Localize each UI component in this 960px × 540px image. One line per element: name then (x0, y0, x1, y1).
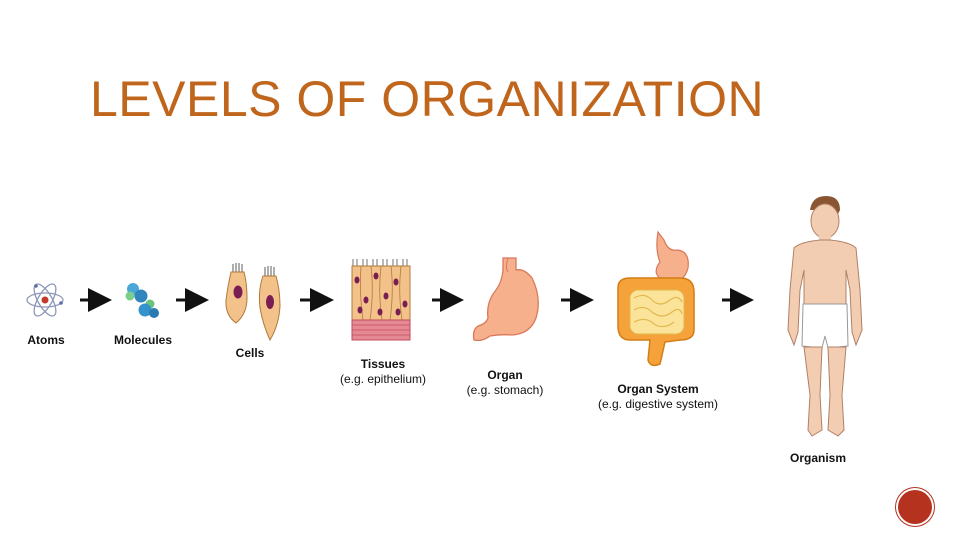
stage-example-organ: (e.g. stomach) (466, 383, 544, 397)
molecule-icon (125, 283, 159, 318)
slide-number-badge (898, 490, 932, 524)
stage-label-atoms: Atoms (27, 333, 65, 347)
stage-label-molecules: Molecules (113, 333, 173, 347)
stage-label-organ-system: Organ System (e.g. digestive system) (585, 382, 731, 412)
stage-label-organ: Organ (e.g. stomach) (453, 368, 557, 398)
stage-label-organism: Organism (789, 451, 846, 465)
stomach-icon (472, 257, 539, 342)
stage-example-tissues: (e.g. epithelium) (339, 372, 427, 386)
digestive-system-icon (617, 230, 695, 367)
stage-label-tissues: Tissues (e.g. epithelium) (328, 357, 438, 387)
stage-example-organ-system: (e.g. digestive system) (597, 397, 719, 411)
human-body-icon (787, 196, 863, 437)
stage-label-cells: Cells (235, 346, 265, 360)
tissue-icon (351, 259, 411, 341)
atom-icon (26, 283, 64, 317)
slide-title: LEVELS OF ORGANIZATION (90, 71, 765, 127)
cell-icon (225, 263, 281, 342)
